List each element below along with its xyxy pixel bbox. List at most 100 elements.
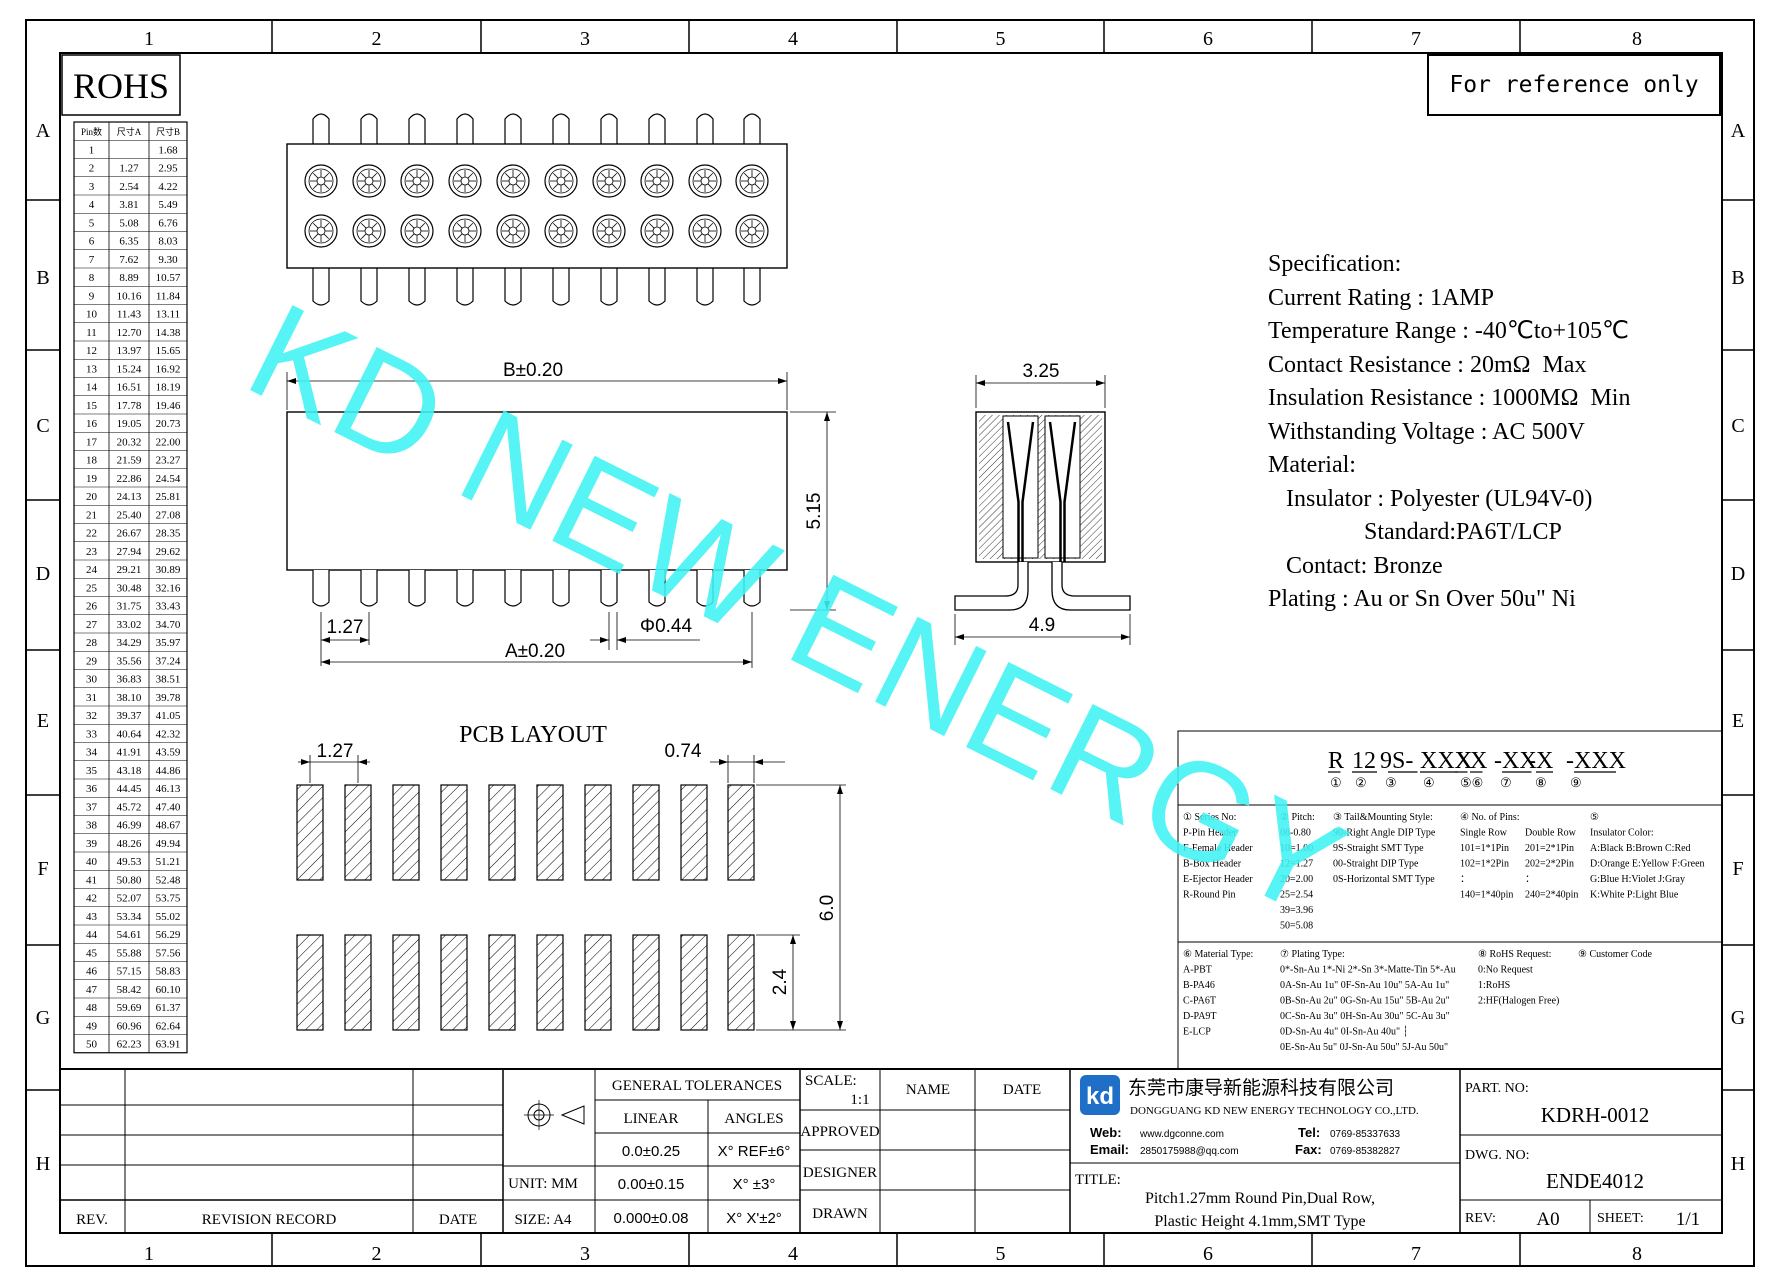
side-tail-right bbox=[1051, 562, 1131, 611]
top-pin-contact bbox=[743, 222, 750, 229]
pcb-pad-lower bbox=[440, 934, 468, 1031]
material-type: A-PBT bbox=[1183, 965, 1212, 976]
pin-table-cell: 20.73 bbox=[156, 418, 181, 430]
material-type: D-PA9T bbox=[1183, 1011, 1217, 1022]
zone-col-bottom: 7 bbox=[1411, 1243, 1421, 1265]
material-type: ⑥ Material Type: bbox=[1183, 949, 1253, 960]
rohs-request: 1:RoHS bbox=[1478, 980, 1510, 991]
tb-angle-tol: X° ±3° bbox=[733, 1176, 776, 1193]
top-pin-hole bbox=[400, 164, 434, 198]
pins-double: 201=2*1Pin bbox=[1525, 843, 1574, 854]
pin-table-cell: 14.38 bbox=[156, 327, 181, 339]
tb-part: KDRH-0012 bbox=[1541, 1103, 1650, 1127]
pin-table-cell: 51.21 bbox=[156, 856, 181, 868]
top-pin-contact bbox=[371, 233, 378, 240]
plating-type: 0D-Sn-Au 4u" 0I-Sn-Au 40u" ┆ bbox=[1280, 1026, 1409, 1038]
tb-scale-label: SCALE: bbox=[805, 1073, 857, 1089]
front-pin bbox=[504, 570, 522, 607]
pcb-pad-upper bbox=[392, 784, 420, 881]
pcb-pad-label: 2.4 bbox=[770, 968, 791, 995]
tb-tel-label: Tel: bbox=[1298, 1125, 1320, 1140]
tb-scale: 1:1 bbox=[850, 1092, 869, 1108]
pins-single: 140=1*40pin bbox=[1460, 890, 1513, 901]
top-pin-contact bbox=[648, 183, 655, 190]
pin-table-cell: 30.48 bbox=[117, 582, 142, 594]
pin-table-cell: 41.05 bbox=[156, 710, 181, 722]
tb-tel: 0769-85337633 bbox=[1330, 1129, 1401, 1140]
pins-double: 202=2*2Pin bbox=[1525, 859, 1574, 870]
pin-table-cell: 62.23 bbox=[117, 1039, 142, 1051]
side-contact bbox=[1048, 421, 1077, 562]
pin-table-cell: 62.64 bbox=[156, 1020, 181, 1032]
top-pin-contact bbox=[648, 172, 655, 179]
pin-table-cell: 3.81 bbox=[119, 199, 138, 211]
pcb-pad-upper bbox=[536, 784, 564, 881]
material-type: E-LCP bbox=[1183, 1027, 1211, 1038]
top-pin-contact bbox=[323, 172, 330, 179]
spec-line: Standard:PA6T/LCP bbox=[1268, 519, 1562, 545]
top-pin-hole bbox=[352, 164, 386, 198]
spec-line: Plating : Au or Sn Over 50u" Ni bbox=[1268, 586, 1576, 612]
top-pin-contact bbox=[754, 172, 761, 179]
top-pin-center bbox=[700, 226, 710, 236]
tb-part-label: PART. NO: bbox=[1465, 1081, 1529, 1096]
outer-frame bbox=[25, 19, 1755, 1267]
top-pin-lower bbox=[743, 268, 761, 306]
pitch-code: 12=1.27 bbox=[1280, 859, 1313, 870]
top-pin-upper bbox=[360, 113, 378, 144]
side-cavity bbox=[1044, 415, 1081, 559]
pin-table-cell: 28.35 bbox=[156, 528, 181, 540]
top-pin-center bbox=[460, 176, 470, 186]
zone-col-top: 2 bbox=[372, 28, 382, 50]
top-pin-hole bbox=[640, 164, 674, 198]
top-pin-hole-inner bbox=[548, 168, 574, 194]
tb-designer: DESIGNER bbox=[803, 1165, 877, 1181]
arrow-head bbox=[321, 637, 330, 643]
tb-title-label: TITLE: bbox=[1075, 1172, 1121, 1188]
top-pin-contact bbox=[659, 233, 666, 240]
plating-type: 0C-Sn-Au 3u" 0H-Sn-Au 30u" 5C-Au 3u" bbox=[1280, 1011, 1450, 1022]
front-pin bbox=[312, 570, 330, 607]
top-pin-contact bbox=[659, 222, 666, 229]
top-pin-hole-inner bbox=[452, 168, 478, 194]
reference-label: For reference only bbox=[1449, 72, 1698, 98]
top-pin-lower bbox=[552, 268, 570, 306]
pin-table-cell: 46 bbox=[86, 966, 98, 978]
dim-pitch-label: 1.27 bbox=[327, 617, 364, 638]
tb-web: www.dgconne.com bbox=[1139, 1129, 1224, 1140]
top-pin-contact bbox=[515, 172, 522, 179]
top-pin-hole bbox=[640, 214, 674, 248]
pin-table-cell: 24 bbox=[86, 564, 98, 576]
front-pin bbox=[360, 570, 378, 607]
top-pin-contact bbox=[552, 222, 559, 229]
part-code-segment: X bbox=[1455, 748, 1472, 774]
top-pin-upper bbox=[743, 113, 761, 144]
top-pin-contact bbox=[515, 233, 522, 240]
top-pin-hole-inner bbox=[404, 218, 430, 244]
side-tail-left bbox=[954, 562, 1029, 611]
top-pin-hole-inner bbox=[739, 218, 765, 244]
pins-double: 240=2*40pin bbox=[1525, 890, 1578, 901]
pcb-pad-upper bbox=[440, 784, 468, 881]
pin-table-cell: 22.00 bbox=[156, 436, 181, 448]
tb-date2: DATE bbox=[1003, 1082, 1041, 1098]
pcb-height-label: 6.0 bbox=[817, 895, 838, 921]
pin-table-cell: 56.29 bbox=[156, 929, 181, 941]
top-pin-contact bbox=[648, 222, 655, 229]
rohs-request: 2:HF(Halogen Free) bbox=[1478, 996, 1559, 1007]
front-pin bbox=[696, 570, 714, 607]
pin-table-cell: 29.62 bbox=[156, 546, 181, 558]
top-pin-contact bbox=[371, 183, 378, 190]
top-pin-contact bbox=[600, 172, 607, 179]
pins-single: ： bbox=[1460, 874, 1470, 885]
top-pin-contact bbox=[563, 172, 570, 179]
zone-col-top: 1 bbox=[144, 28, 154, 50]
pcb-pad-lower bbox=[392, 934, 420, 1031]
pin-table-header: Pin数 bbox=[81, 126, 102, 137]
top-pin-contact bbox=[371, 172, 378, 179]
spec-line: Insulator : Polyester (UL94V-0) bbox=[1268, 485, 1593, 512]
top-pin-contact bbox=[419, 222, 426, 229]
pin-table-cell: 39.37 bbox=[117, 710, 142, 722]
